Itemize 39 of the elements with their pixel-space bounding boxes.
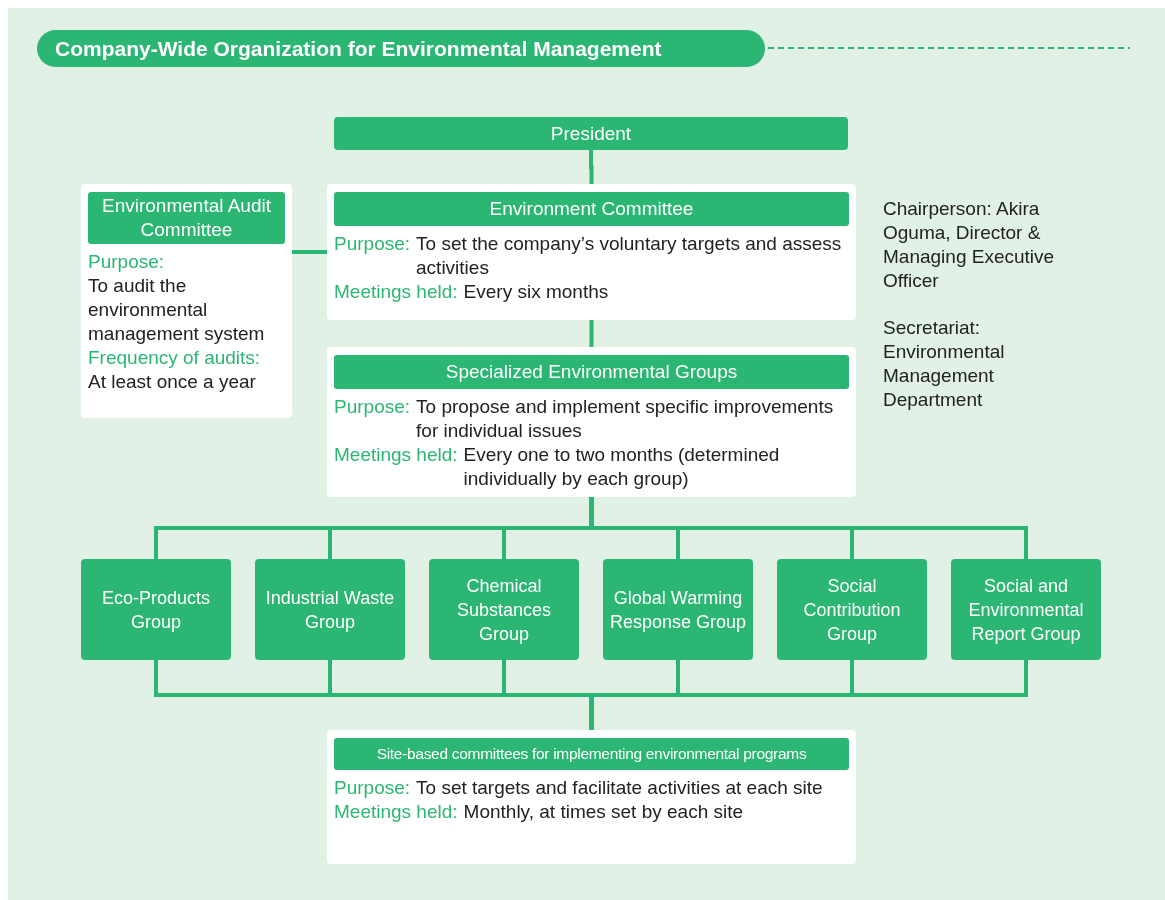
connector-line	[589, 497, 1028, 559]
org-box: Social Contribution Group	[777, 559, 927, 660]
card-heading: Environmental Audit Committee	[88, 192, 285, 244]
field-text: To audit the environmental management system	[88, 274, 266, 346]
field-text: Every six months	[463, 280, 609, 304]
connector-line	[589, 660, 1028, 730]
card-heading: Environment Committee	[334, 192, 849, 226]
org-box: Industrial Waste Group	[255, 559, 405, 660]
connector-line	[589, 150, 594, 184]
connector-line	[292, 250, 327, 254]
committee-card	[327, 347, 856, 497]
field-label: Frequency of audits:	[88, 346, 262, 370]
field-label: Purpose:	[334, 776, 411, 800]
title-banner: Company-Wide Organization for Environmental Management	[37, 30, 765, 67]
field-text: To set targets and facilitate activities at each site	[416, 776, 823, 800]
org-box: President	[334, 117, 848, 150]
card-heading: Specialized Environmental Groups	[334, 355, 849, 389]
note-text: Chairperson: Akira Oguma, Director & Managing Executive Officer	[883, 197, 1056, 293]
field-label: Purpose:	[334, 395, 411, 419]
org-box: Global Warming Response Group	[603, 559, 753, 660]
field-text: At least once a year	[88, 370, 257, 394]
note-text: Secretariat: Environmental Management Department	[883, 316, 1006, 412]
field-text: Every one to two months (determined individually by each group)	[463, 443, 781, 491]
committee-card	[81, 184, 292, 418]
field-label: Meetings held:	[334, 800, 458, 824]
field-label: Purpose:	[88, 250, 166, 274]
org-box: Eco-Products Group	[81, 559, 231, 660]
connector-line	[589, 320, 594, 347]
field-text: To propose and implement specific improvements for individual issues	[416, 395, 835, 443]
field-label: Meetings held:	[334, 443, 458, 467]
org-box: Social and Environmental Report Group	[951, 559, 1101, 660]
card-heading: Site-based committees for implementing environmental programs	[334, 738, 849, 770]
field-text: To set the company’s voluntary targets and assess activities	[416, 232, 843, 280]
field-label: Meetings held:	[334, 280, 458, 304]
committee-card	[327, 730, 856, 864]
committee-card	[327, 184, 856, 320]
field-text: Monthly, at times set by each site	[463, 800, 744, 824]
org-box: Chemical Substances Group	[429, 559, 579, 660]
field-label: Purpose:	[334, 232, 411, 256]
